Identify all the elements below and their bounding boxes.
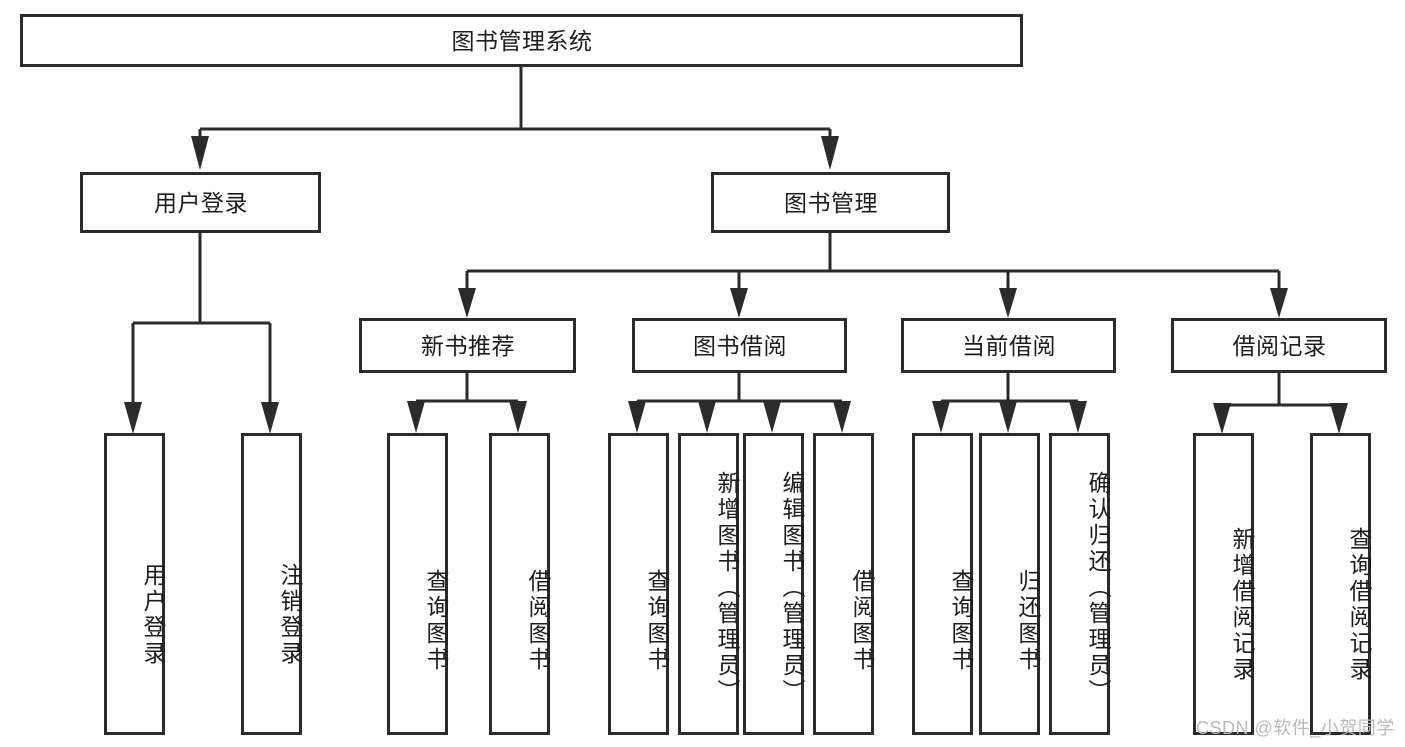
arrow-head-borrow-record-leaf-2	[1330, 403, 1348, 434]
arrow-head-book-borrow-leaf-2	[698, 401, 716, 433]
leaf-box-new-book-2[interactable]	[489, 433, 550, 735]
arrow-head-to-current-borrow	[999, 288, 1017, 318]
node-book-borrow-box[interactable]	[632, 318, 847, 373]
arrow-head-new-book-leaf-1	[407, 401, 425, 433]
leaf-box-book-borrow-2[interactable]	[678, 433, 739, 735]
arrow-head-current-borrow-leaf-2	[999, 401, 1017, 433]
arrow-head-to-borrow-record	[1270, 288, 1288, 318]
csdn-watermark: CSDN @软件_小贺同学	[1196, 718, 1395, 738]
arrow-head-book-borrow-leaf-4	[833, 401, 851, 433]
arrow-head-user-login-leaf-2	[261, 402, 279, 434]
arrow-head-book-borrow-leaf-1	[628, 401, 646, 433]
arrow-head-to-user-login	[191, 136, 209, 170]
leaf-box-current-borrow-1[interactable]	[912, 433, 973, 735]
arrow-head-to-new-book	[458, 288, 476, 318]
arrow-head-new-book-leaf-2	[509, 401, 527, 433]
node-user-login-box[interactable]	[80, 172, 321, 233]
arrow-head-current-borrow-leaf-1	[932, 401, 950, 433]
leaf-box-borrow-record-2[interactable]	[1310, 433, 1371, 735]
leaf-box-user-login-1[interactable]	[104, 433, 165, 735]
leaf-box-current-borrow-2[interactable]	[979, 433, 1040, 735]
node-current-borrow-box[interactable]	[901, 318, 1116, 373]
arrow-head-user-login-leaf-1	[124, 402, 142, 434]
node-book-manage-box[interactable]	[711, 172, 950, 233]
leaf-box-borrow-record-1[interactable]	[1193, 433, 1254, 735]
leaf-box-current-borrow-3[interactable]	[1049, 433, 1110, 735]
leaf-box-new-book-1[interactable]	[387, 433, 448, 735]
arrow-head-current-borrow-leaf-3	[1069, 401, 1087, 433]
leaf-box-book-borrow-1[interactable]	[608, 433, 669, 735]
leaf-box-book-borrow-3[interactable]	[743, 433, 804, 735]
node-new-book-box[interactable]	[359, 318, 576, 373]
node-borrow-record-box[interactable]	[1171, 318, 1387, 373]
leaf-box-book-borrow-4[interactable]	[813, 433, 874, 735]
arrow-head-to-book-manage	[821, 136, 839, 170]
arrow-head-borrow-record-leaf-1	[1213, 403, 1231, 434]
arrow-head-to-book-borrow	[730, 288, 748, 318]
leaf-box-user-login-2[interactable]	[241, 433, 302, 735]
arrow-head-book-borrow-leaf-3	[763, 401, 781, 433]
node-root-box[interactable]	[20, 14, 1023, 67]
